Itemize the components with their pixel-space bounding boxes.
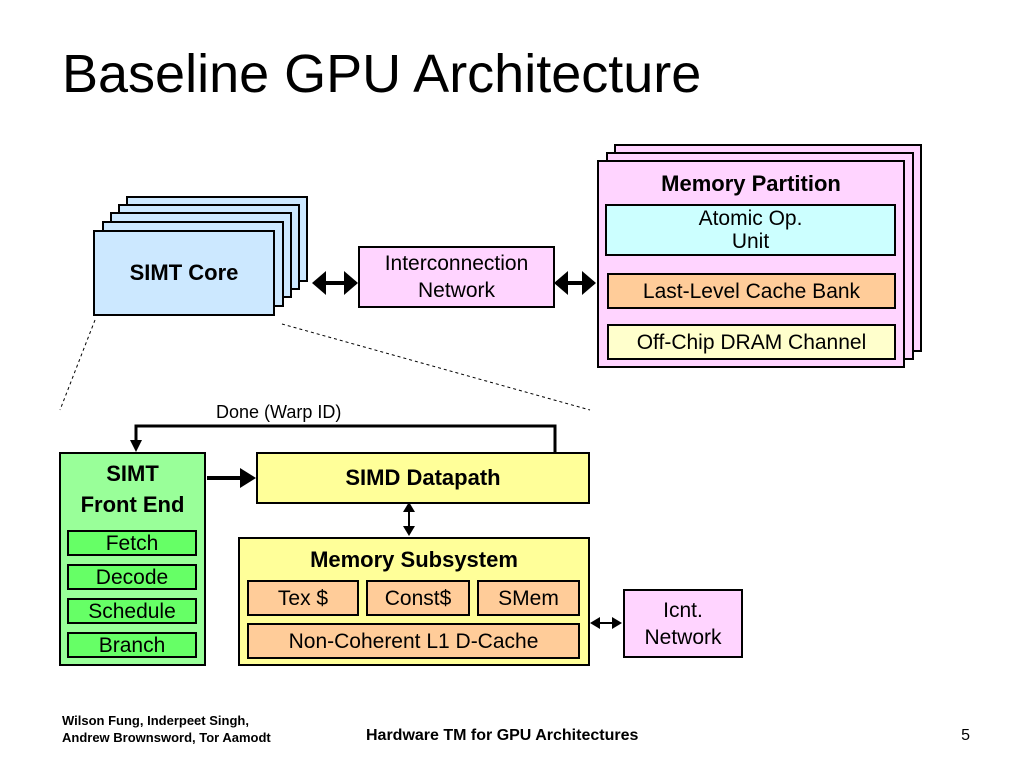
stage-schedule: Schedule	[67, 598, 197, 624]
done-feedback-line	[134, 424, 557, 452]
tex-cache-box: Tex $	[247, 580, 359, 616]
memory-partition-title: Memory Partition	[661, 171, 841, 196]
dram-label: Off-Chip DRAM Channel	[636, 330, 867, 354]
simt-front-end-box: SIMT Front End	[59, 452, 206, 666]
zoom-line-right	[281, 323, 591, 411]
page-number: 5	[961, 727, 970, 744]
l1-dcache-label: Non-Coherent L1 D-Cache	[288, 629, 539, 653]
off-chip-dram-channel-box: Off-Chip DRAM Channel	[607, 324, 896, 360]
front-end-title-line2: Front End	[80, 492, 185, 517]
slide-title: Baseline GPU Architecture	[62, 44, 702, 104]
simd-datapath-label: SIMD Datapath	[345, 465, 501, 490]
front-end-title-line1: SIMT	[106, 461, 159, 486]
footer-authors-line2: Andrew Brownsword, Tor Aamodt	[62, 730, 271, 745]
simt-core-box: SIMT Core	[93, 230, 275, 316]
simt-core-label: SIMT Core	[129, 260, 239, 285]
atomic-label-line2: Unit	[731, 230, 770, 253]
last-level-cache-bank-box: Last-Level Cache Bank	[607, 273, 896, 309]
stage-branch-label: Branch	[98, 633, 166, 657]
memory-icnt-arrow	[590, 617, 622, 629]
icnt-label-line2: Network	[644, 625, 722, 649]
stage-branch: Branch	[67, 632, 197, 658]
footer-authors: Wilson Fung, Inderpeet Singh, Andrew Bro…	[62, 712, 271, 746]
stage-decode-label: Decode	[95, 565, 169, 589]
interconnect-label-line2: Network	[417, 279, 496, 302]
stage-decode: Decode	[67, 564, 197, 590]
l1-dcache-box: Non-Coherent L1 D-Cache	[247, 623, 580, 659]
footer-authors-line1: Wilson Fung, Inderpeet Singh,	[62, 713, 249, 728]
stage-fetch: Fetch	[67, 530, 197, 556]
atomic-op-unit-box: Atomic Op. Unit	[605, 204, 896, 256]
footer-title: Hardware TM for GPU Architectures	[366, 727, 639, 744]
datapath-memory-arrow	[403, 502, 415, 536]
interconnect-label-line1: Interconnection	[384, 252, 529, 275]
stage-fetch-label: Fetch	[105, 531, 159, 555]
icnt-network-box: Icnt. Network	[623, 589, 743, 658]
tex-cache-label: Tex $	[277, 586, 329, 610]
const-cache-box: Const$	[366, 580, 470, 616]
simd-datapath-box: SIMD Datapath	[256, 452, 590, 504]
core-interconnect-arrow	[312, 271, 358, 295]
done-warp-id-label: Done (Warp ID)	[216, 402, 342, 422]
done-arrow-head	[130, 440, 142, 452]
interconnection-network-box: Interconnection Network	[358, 246, 555, 308]
smem-box: SMem	[477, 580, 580, 616]
zoom-line-left	[59, 319, 96, 411]
llc-label: Last-Level Cache Bank	[642, 279, 861, 303]
interconnect-partition-arrow	[554, 271, 596, 295]
stage-schedule-label: Schedule	[88, 599, 176, 623]
memory-subsystem-title: Memory Subsystem	[310, 547, 518, 572]
icnt-label-line1: Icnt.	[663, 598, 703, 622]
atomic-label-line1: Atomic Op.	[698, 207, 803, 230]
smem-label: SMem	[498, 586, 559, 610]
const-cache-label: Const$	[384, 586, 452, 610]
